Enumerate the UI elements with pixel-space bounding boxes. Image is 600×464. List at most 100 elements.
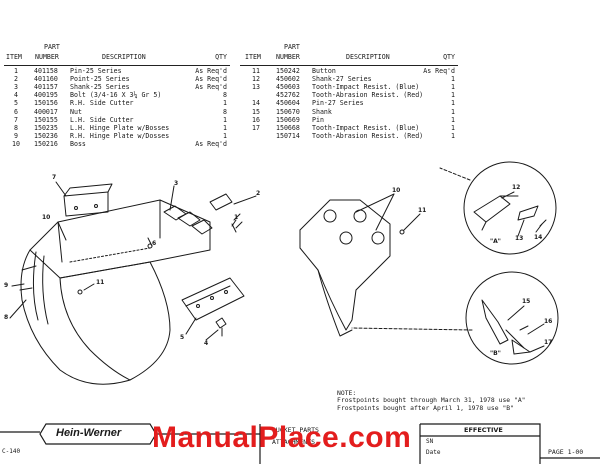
- header-description: DESCRIPTION: [102, 53, 146, 61]
- cell-qty: 1: [451, 91, 455, 100]
- callout-14: 14: [534, 234, 543, 241]
- table-header: PART ITEM NUMBER DESCRIPTION QTY: [240, 43, 458, 64]
- note-line-2: Frostpoints bought after April 1, 1978 u…: [337, 403, 514, 412]
- table-row: 14 450604 Pin-27 Series 1: [240, 100, 458, 108]
- cell-description: R.H. Side Cutter: [70, 99, 134, 108]
- callout-11-left: 11: [96, 279, 105, 286]
- cell-item: 12: [252, 75, 260, 84]
- footer-title-line-2: ATTACHMENTS: [272, 438, 316, 446]
- cell-description: R.H. Hinge Plate w/Dosses: [70, 131, 170, 140]
- table-row: 4 400195 Bolt (3/4-16 X 3¼ Gr 5) 8: [4, 92, 230, 100]
- cell-number: 150669: [276, 115, 300, 124]
- cell-number: 401158: [34, 67, 58, 75]
- cell-description: Bolt (3/4-16 X 3¼ Gr 5): [70, 91, 162, 100]
- cell-item: 2: [14, 75, 18, 84]
- cell-description: Pin: [312, 115, 324, 124]
- cell-description: Shank-27 Series: [312, 75, 372, 84]
- cell-qty: 1: [223, 123, 227, 132]
- cell-qty: 1: [451, 131, 455, 140]
- cell-qty: 8: [223, 107, 227, 116]
- footer: C-140 Hein-Werner BUCKET PARTS ATTACHMEN…: [0, 418, 600, 464]
- cell-qty: As Req'd: [195, 75, 227, 84]
- table-header: PART ITEM NUMBER DESCRIPTION QTY: [4, 43, 230, 64]
- header-number: NUMBER: [35, 53, 59, 61]
- table-row: 6 400017 Nut 8: [4, 107, 230, 117]
- cell-qty: 8: [223, 91, 227, 100]
- cell-number: 150155: [34, 115, 58, 124]
- detail-b-circle: [465, 271, 559, 365]
- callout-10-right: 10: [392, 187, 401, 194]
- cell-item: 14: [252, 99, 260, 108]
- cell-item: 7: [14, 115, 18, 124]
- header-item: ITEM: [245, 53, 261, 61]
- cell-description: L.H. Side Cutter: [70, 115, 134, 124]
- cell-item: 15: [252, 107, 260, 116]
- cell-qty: As Req'd: [423, 67, 455, 75]
- table-row: 3 401157 Shank-25 Series As Req'd: [4, 83, 230, 92]
- callout-10-left: 10: [42, 214, 51, 221]
- cell-item: 10: [12, 139, 20, 148]
- cell-number: 400195: [34, 91, 58, 100]
- left-parts-table: PART ITEM NUMBER DESCRIPTION QTY 1 401158…: [4, 43, 230, 149]
- fasteners: [209, 193, 243, 337]
- page-number: PAGE 1-00: [548, 448, 584, 456]
- cell-item: 11: [252, 67, 260, 75]
- watermark: ManualPlace.com: [152, 421, 412, 454]
- header-number: NUMBER: [276, 53, 300, 61]
- callout-1: 1: [234, 214, 239, 221]
- cell-item: 8: [14, 123, 18, 132]
- cell-description: Nut: [70, 107, 82, 116]
- cell-number: 150668: [276, 123, 300, 132]
- callout-15: 15: [522, 298, 531, 305]
- cell-qty: 1: [451, 123, 455, 132]
- cell-number: 400017: [34, 107, 58, 116]
- cell-item: 4: [14, 91, 18, 100]
- cell-description: Shank: [312, 107, 332, 116]
- cell-description: Pin-27 Series: [312, 99, 364, 108]
- detail-b-parts: [481, 299, 531, 355]
- detail-a-circle: [463, 161, 557, 255]
- callout-4: 4: [204, 340, 209, 347]
- cell-description: Tooth-Abrasion Resist. (Red): [312, 91, 424, 100]
- cell-qty: 1: [451, 99, 455, 108]
- cell-qty: 1: [451, 115, 455, 124]
- cell-description: Tooth-Impact Resist. (Blue): [312, 83, 420, 92]
- cell-number: 150235: [34, 123, 58, 132]
- cell-qty: 1: [223, 131, 227, 140]
- note-line-1: Frostpoints bought through March 31, 197…: [337, 396, 526, 405]
- effective-label: EFFECTIVE: [464, 426, 503, 434]
- cell-item: 1: [14, 67, 18, 75]
- cell-description: Tooth-Impact Resist. (Blue): [312, 123, 420, 132]
- cell-item: 6: [14, 107, 18, 116]
- cell-item: 3: [14, 83, 18, 92]
- cell-qty: As Req'd: [195, 139, 227, 148]
- note-block: NOTE: Frostpoints bought through March 3…: [337, 389, 526, 412]
- callout-11-right: 11: [418, 207, 427, 214]
- header-part: PART: [44, 43, 60, 51]
- cell-number: 401160: [34, 75, 58, 84]
- cell-item: 9: [14, 131, 18, 140]
- cell-description: Shank-25 Series: [70, 83, 130, 92]
- footer-title-line-1: BUCKET PARTS: [272, 426, 319, 434]
- cell-number: 450604: [276, 99, 300, 108]
- cell-qty: As Req'd: [195, 83, 227, 92]
- cell-qty: As Req'd: [195, 67, 227, 75]
- cell-number: 150216: [34, 139, 58, 148]
- callout-16: 16: [544, 318, 553, 325]
- callout-6: 6: [152, 240, 157, 247]
- note-heading: NOTE:: [337, 389, 357, 397]
- cell-number: 401157: [34, 83, 58, 92]
- detail-a-parts: [473, 195, 547, 231]
